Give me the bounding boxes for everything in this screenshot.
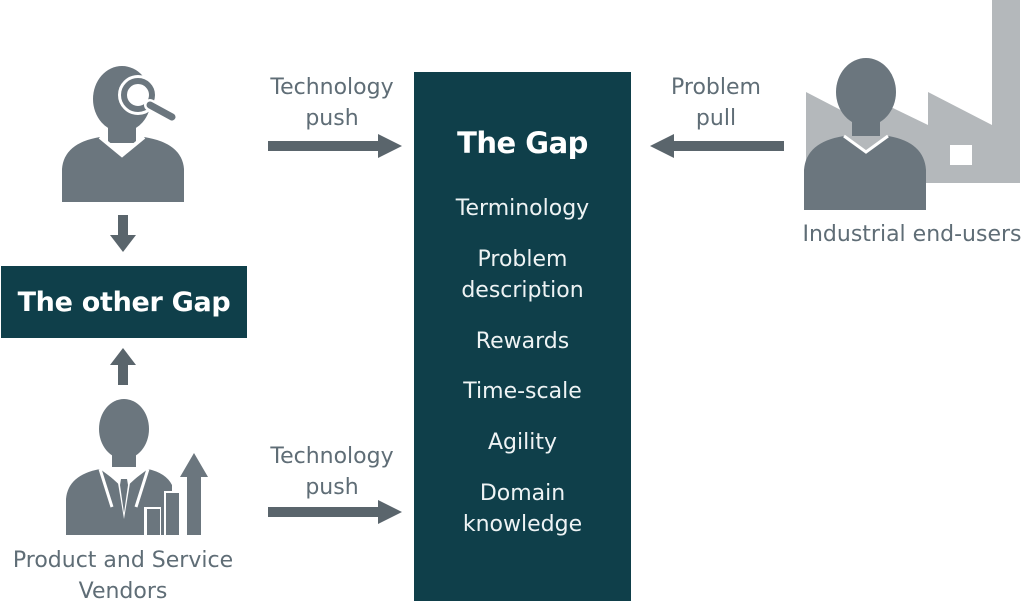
gap-item-line: Agility bbox=[488, 430, 557, 455]
gap-item-line: description bbox=[461, 278, 584, 303]
gap-item-agility: Agility bbox=[414, 427, 631, 458]
arrow-right-icon-bottom bbox=[268, 500, 402, 524]
problem-pull-line2: pull bbox=[695, 106, 737, 131]
gap-item-problem-description: Problem description bbox=[414, 244, 631, 306]
vendors-label-line2: Vendors bbox=[78, 579, 168, 604]
gap-item-line: Rewards bbox=[475, 329, 570, 354]
gap-item-line: Problem bbox=[477, 247, 568, 272]
technology-push-label-bottom: Technology push bbox=[262, 441, 402, 503]
person-factory-icon bbox=[804, 0, 1020, 210]
technology-push-bottom-line2: push bbox=[305, 475, 359, 500]
technology-push-label-top: Technology push bbox=[262, 72, 402, 134]
gap-box: The Gap Terminology Problem description … bbox=[414, 72, 631, 601]
gap-item-line: Terminology bbox=[455, 196, 590, 221]
other-gap-title: The other Gap bbox=[17, 286, 231, 318]
gap-item-terminology: Terminology bbox=[414, 193, 631, 224]
vendors-label: Product and Service Vendors bbox=[0, 545, 246, 607]
arrow-up-icon bbox=[110, 348, 136, 385]
arrow-down-icon bbox=[110, 215, 136, 252]
gap-item-line: Time-scale bbox=[463, 379, 582, 404]
other-gap-box: The other Gap bbox=[1, 266, 247, 338]
businessman-growth-icon bbox=[66, 399, 208, 535]
vendors-label-line1: Product and Service bbox=[12, 548, 234, 573]
gap-item-line: knowledge bbox=[462, 512, 583, 537]
technology-push-top-line1: Technology bbox=[270, 75, 394, 100]
arrow-left-icon bbox=[650, 134, 784, 158]
technology-push-top-line2: push bbox=[305, 106, 359, 131]
industrial-end-users-label: Industrial end-users bbox=[802, 222, 1022, 247]
gap-item-time-scale: Time-scale bbox=[414, 376, 631, 407]
problem-pull-label: Problem pull bbox=[648, 72, 784, 134]
technology-push-bottom-line1: Technology bbox=[270, 444, 394, 469]
gap-item-line: Domain bbox=[479, 481, 566, 506]
arrow-right-icon-top bbox=[268, 134, 402, 158]
problem-pull-line1: Problem bbox=[671, 75, 761, 100]
person-magnifier-icon bbox=[62, 66, 184, 202]
gap-item-domain-knowledge: Domain knowledge bbox=[414, 478, 631, 540]
gap-item-rewards: Rewards bbox=[414, 326, 631, 357]
gap-title: The Gap bbox=[457, 126, 588, 160]
